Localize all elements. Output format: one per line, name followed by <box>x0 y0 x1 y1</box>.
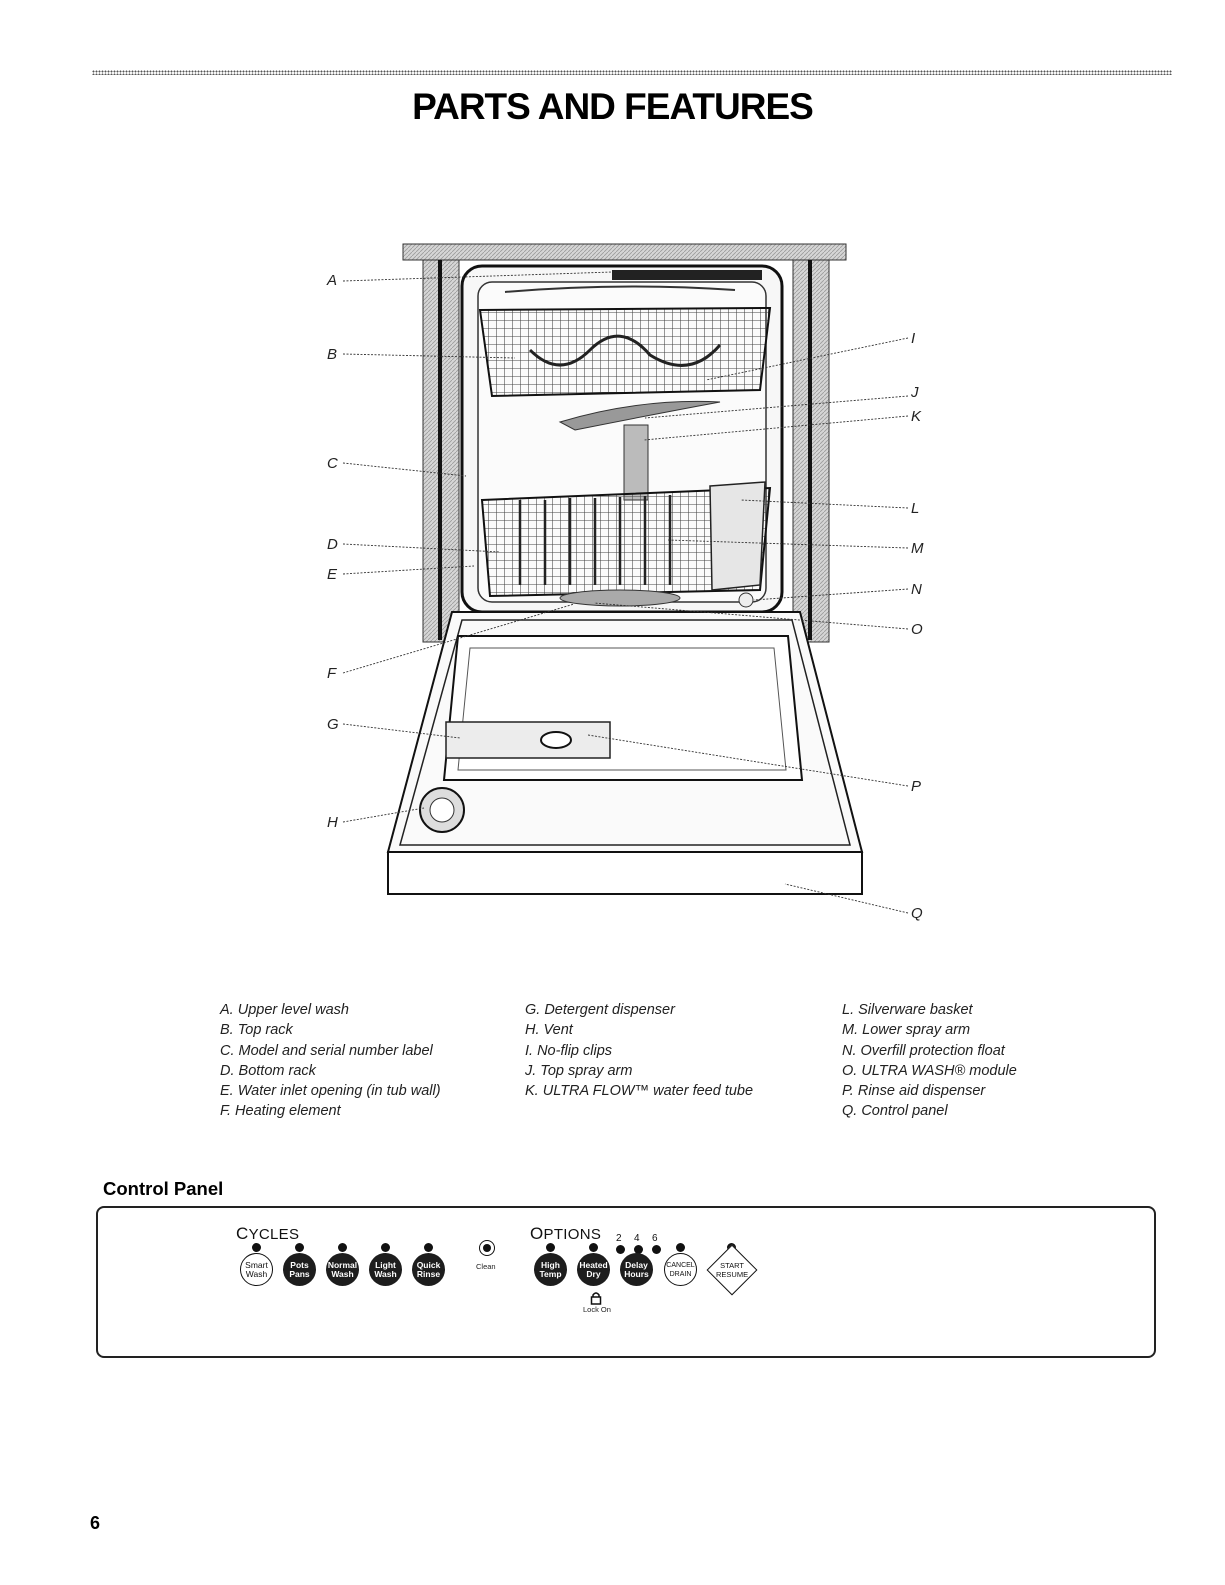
legend-item: L. Silverware basket <box>842 1000 1017 1020</box>
cycle-led <box>252 1243 261 1252</box>
callout-e: E <box>327 567 337 582</box>
legend-item: M. Lower spray arm <box>842 1020 1017 1040</box>
callout-p: P <box>911 779 921 794</box>
callout-b: B <box>327 347 337 362</box>
callout-j: J <box>911 385 919 400</box>
callout-n: N <box>911 582 922 597</box>
cycle-led <box>381 1243 390 1252</box>
cycle-led <box>295 1243 304 1252</box>
callout-c: C <box>327 456 338 471</box>
page-number: 6 <box>90 1513 100 1534</box>
dishwasher-illustration <box>0 0 1225 960</box>
legend-item: O. ULTRA WASH® module <box>842 1061 1017 1081</box>
delay-2-label: 2 <box>616 1233 622 1244</box>
callout-d: D <box>327 537 338 552</box>
delay-6-label: 6 <box>652 1233 658 1244</box>
option-led <box>546 1243 555 1252</box>
cycle-led <box>424 1243 433 1252</box>
callout-k: K <box>911 409 921 424</box>
callout-m: M <box>911 541 924 556</box>
callout-l: L <box>911 501 919 516</box>
legend-item: E. Water inlet opening (in tub wall) <box>220 1081 441 1101</box>
legend-item: H. Vent <box>525 1020 753 1040</box>
delay-2-led <box>616 1245 625 1254</box>
legend-item: C. Model and serial number label <box>220 1041 441 1061</box>
callout-q: Q <box>911 906 923 921</box>
legend-item: K. ULTRA FLOW™ water feed tube <box>525 1081 753 1101</box>
legend-item: I. No-flip clips <box>525 1041 753 1061</box>
legend-column-3: L. Silverware basket M. Lower spray arm … <box>842 1000 1017 1122</box>
lock-icon <box>590 1291 602 1305</box>
delay-4-label: 4 <box>634 1233 640 1244</box>
callout-g: G <box>327 717 339 732</box>
legend-item: B. Top rack <box>220 1020 441 1040</box>
callout-i: I <box>911 331 915 346</box>
delay-6-led <box>652 1245 661 1254</box>
cycle-led <box>338 1243 347 1252</box>
legend-item: P. Rinse aid dispenser <box>842 1081 1017 1101</box>
callout-h: H <box>327 815 338 830</box>
control-panel-heading: Control Panel <box>103 1178 223 1200</box>
legend-column-1: A. Upper level wash B. Top rack C. Model… <box>220 1000 441 1122</box>
callout-f: F <box>327 666 336 681</box>
legend-item: D. Bottom rack <box>220 1061 441 1081</box>
clean-label: Clean <box>476 1262 496 1271</box>
legend-item: F. Heating element <box>220 1101 441 1121</box>
legend-item: Q. Control panel <box>842 1101 1017 1121</box>
callout-a: A <box>327 273 337 288</box>
lock-on-label: Lock On <box>583 1305 611 1314</box>
callout-o: O <box>911 622 923 637</box>
legend-column-2: G. Detergent dispenser H. Vent I. No-fli… <box>525 1000 753 1101</box>
legend-item: J. Top spray arm <box>525 1061 753 1081</box>
cycles-label: CYCLES <box>236 1224 299 1244</box>
clean-indicator <box>479 1240 495 1256</box>
legend-item: G. Detergent dispenser <box>525 1000 753 1020</box>
legend-item: N. Overfill protection float <box>842 1041 1017 1061</box>
option-led <box>589 1243 598 1252</box>
options-label: OPTIONS <box>530 1224 601 1244</box>
option-led <box>676 1243 685 1252</box>
legend-item: A. Upper level wash <box>220 1000 441 1020</box>
